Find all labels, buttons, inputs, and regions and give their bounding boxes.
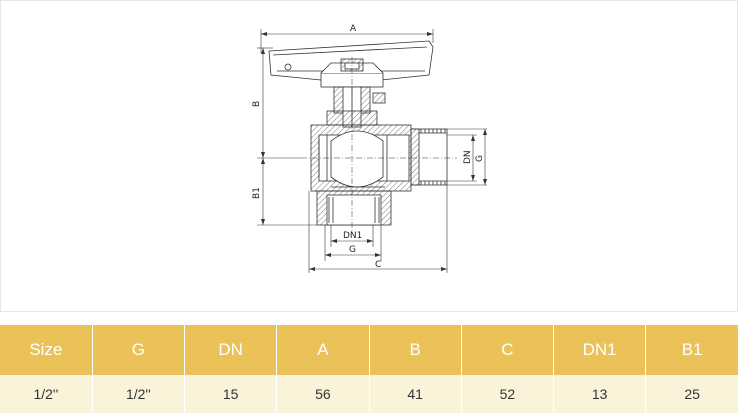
header-cell-g: G — [92, 325, 186, 375]
header-cell-size: Size — [0, 325, 93, 375]
header-cell-a: A — [276, 325, 370, 375]
dim-label-b: B — [252, 101, 262, 107]
table-row: 1/2'' 1/2'' 15 56 41 52 13 25 — [0, 375, 738, 413]
dim-label-dn1: DN1 — [343, 231, 362, 241]
cell-b: 41 — [369, 375, 462, 413]
cell-b1: 25 — [645, 375, 738, 413]
dim-label-a: A — [350, 24, 357, 34]
cell-dn1: 13 — [553, 375, 647, 413]
cell-a: 56 — [276, 375, 370, 413]
header-cell-c: C — [461, 325, 555, 375]
spec-table: Size G DN A B C DN1 B1 1/2'' 1/2'' 15 56… — [0, 325, 738, 413]
header-cell-b1: B1 — [645, 325, 738, 375]
header-cell-dn: DN — [184, 325, 278, 375]
valve-outline — [268, 40, 448, 226]
technical-drawing-panel: A B B1 DN G DN1 G C — [0, 0, 738, 312]
spec-table-header-row: Size G DN A B C DN1 B1 — [0, 325, 738, 375]
dimension-arrows — [261, 32, 487, 271]
cell-size: 1/2'' — [0, 375, 93, 413]
header-cell-dn1: DN1 — [553, 325, 647, 375]
dimension-lines — [257, 29, 487, 273]
cell-c: 52 — [461, 375, 555, 413]
dim-label-b1: B1 — [252, 187, 262, 199]
dim-label-g-bottom: G — [349, 245, 356, 255]
dim-label-dn: DN — [463, 150, 473, 164]
center-lines — [301, 57, 457, 233]
header-cell-b: B — [369, 325, 462, 375]
dim-label-g-right: G — [475, 155, 485, 162]
dim-label-c: C — [375, 260, 381, 270]
angle-valve-drawing: A B B1 DN G DN1 G C — [252, 24, 487, 273]
cell-g: 1/2'' — [92, 375, 186, 413]
cell-dn: 15 — [184, 375, 278, 413]
